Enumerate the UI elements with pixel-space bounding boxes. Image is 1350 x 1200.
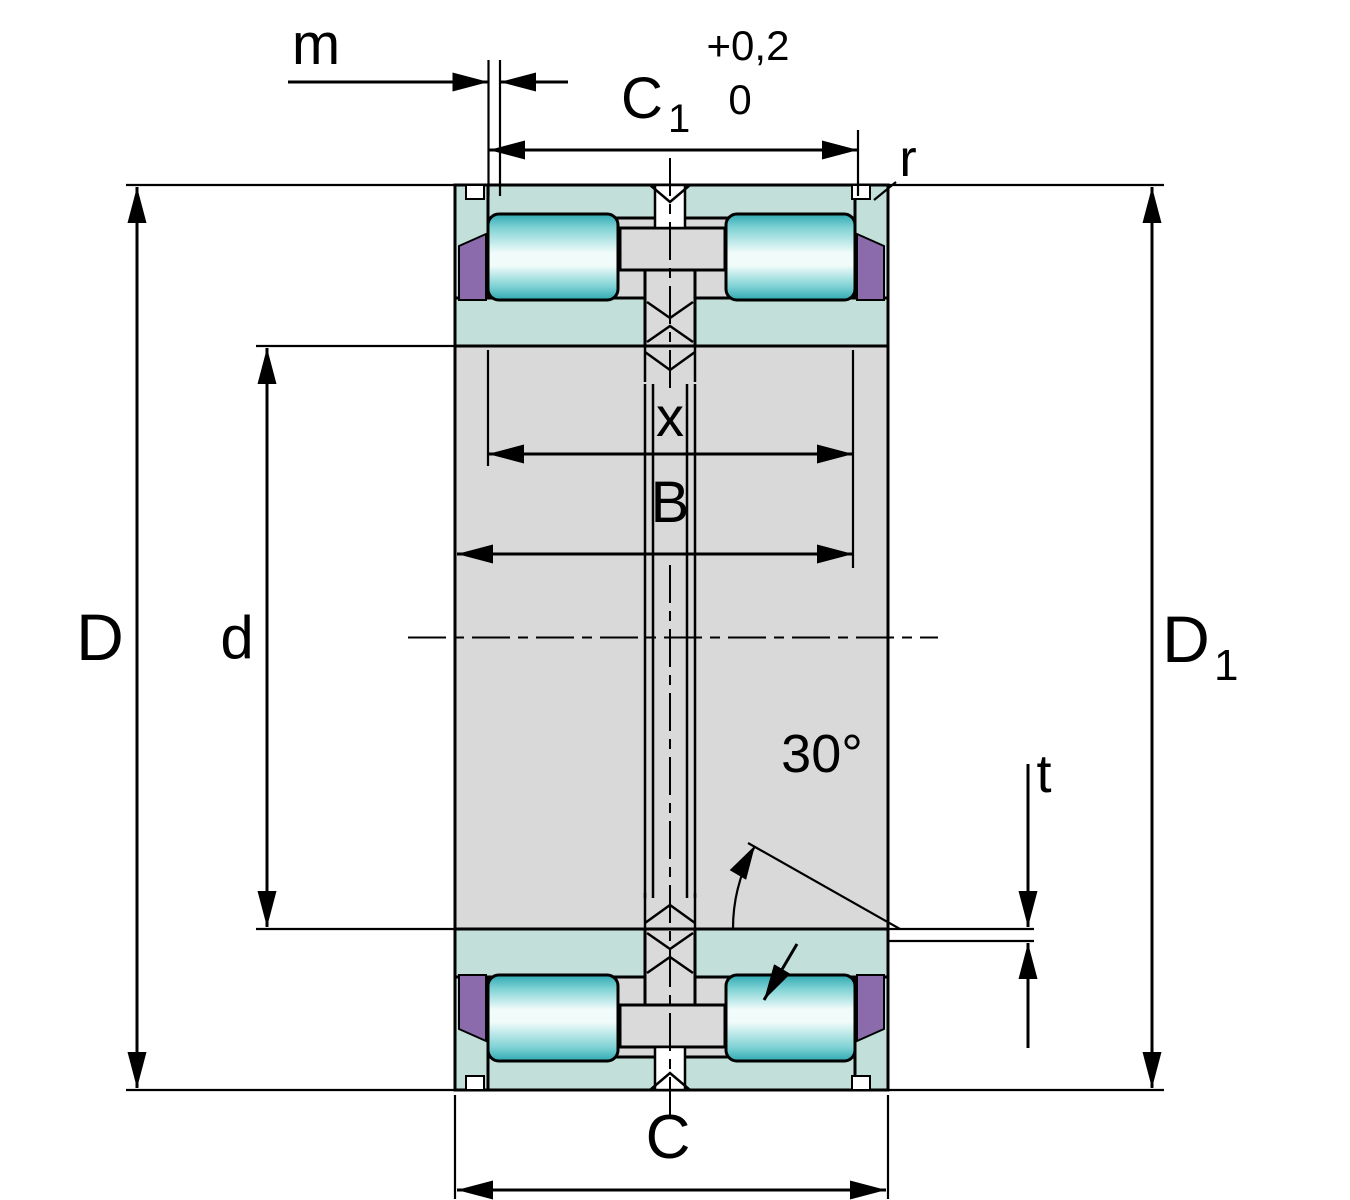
dim-label-d1-subscript: 1 bbox=[1214, 641, 1238, 690]
dim-label-d-bore: d bbox=[220, 604, 253, 671]
face-groove-left bbox=[465, 184, 485, 200]
dimension-t: t bbox=[888, 744, 1052, 1048]
dim-label-b: B bbox=[651, 470, 690, 535]
dim-label-t: t bbox=[1036, 744, 1051, 804]
dimension-m: m bbox=[288, 12, 568, 196]
centerlines bbox=[408, 158, 938, 1118]
center-rib bbox=[618, 226, 727, 272]
dim-label-m: m bbox=[292, 12, 340, 77]
seal-right bbox=[856, 232, 885, 301]
dim-label-c: C bbox=[646, 1103, 691, 1172]
dimension-c1: C 1 +0,2 0 bbox=[489, 22, 860, 196]
angle-reference-line bbox=[747, 842, 901, 930]
center-split-lines bbox=[643, 384, 697, 898]
lubrication-notch bbox=[649, 184, 691, 204]
angle-leader-arrow bbox=[762, 943, 799, 1001]
angle-arc-arrowhead bbox=[729, 845, 755, 880]
dimension-c: C bbox=[453, 1095, 890, 1200]
ring-split-detail bbox=[646, 324, 694, 344]
seal-left bbox=[458, 232, 487, 301]
face-groove-right bbox=[851, 184, 871, 200]
dim-label-d-outer: D bbox=[76, 600, 124, 674]
dimension-seal-angle: 30° bbox=[729, 724, 901, 1001]
dim-tolerance-lower: 0 bbox=[728, 76, 751, 123]
dim-label-c1-subscript: 1 bbox=[668, 97, 690, 141]
dimension-bore-diameter: d bbox=[220, 344, 455, 931]
bearing-half-section bbox=[453, 183, 890, 382]
dim-label-x: x bbox=[656, 385, 684, 448]
dim-label-r: r bbox=[899, 130, 916, 188]
dimension-x: x bbox=[486, 350, 855, 568]
dim-tolerance-upper: +0,2 bbox=[707, 22, 790, 69]
dimension-outer-diameter: D bbox=[76, 183, 455, 1092]
roller-left bbox=[486, 212, 620, 302]
dim-label-d1: D bbox=[1162, 602, 1210, 676]
dimension-b: B bbox=[457, 470, 853, 564]
roller-right bbox=[724, 212, 857, 302]
dim-label-angle: 30° bbox=[781, 724, 863, 784]
dimension-d1: D 1 bbox=[888, 183, 1238, 1092]
dim-label-c1: C bbox=[621, 66, 663, 131]
